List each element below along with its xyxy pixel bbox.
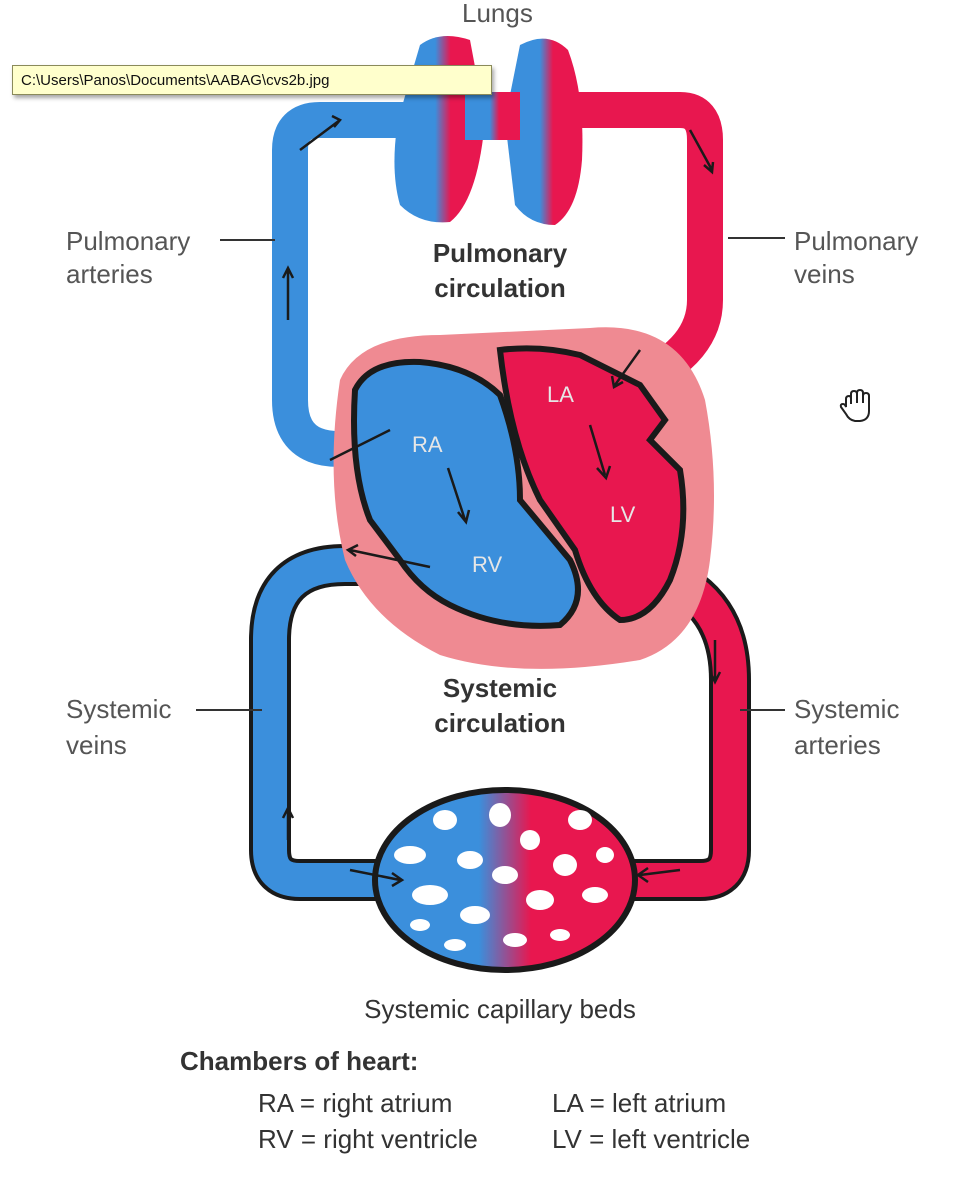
pulmonary-veins-label-line1: Pulmonary — [794, 226, 918, 256]
systemic-veins-label-line2: veins — [66, 730, 127, 760]
pulmonary-arteries-label-line2: arteries — [66, 259, 153, 289]
systemic-circulation-title-line1: Systemic — [443, 673, 557, 703]
flow-arrows — [281, 114, 722, 888]
legend-item-rv: RV = right ventricle — [258, 1124, 478, 1154]
pulmonary-circulation-title-line2: circulation — [434, 273, 565, 303]
right-heart-chambers — [351, 358, 581, 629]
chamber-la-label: LA — [547, 382, 574, 407]
pulmonary-circulation-title-line1: Pulmonary — [433, 238, 568, 268]
file-path-tooltip: C:\Users\Panos\Documents\AABAG\cvs2b.jpg — [12, 65, 492, 95]
legend-title: Chambers of heart: — [180, 1046, 419, 1076]
pulmonary-arteries-label-line1: Pulmonary — [66, 226, 190, 256]
chamber-rv-label: RV — [472, 552, 502, 577]
legend-item-lv: LV = left ventricle — [552, 1124, 751, 1154]
leader-lines — [196, 237, 785, 711]
capillary-beds — [372, 787, 638, 973]
capillary-beds-label: Systemic capillary beds — [364, 994, 636, 1024]
left-heart-chambers — [496, 345, 687, 624]
systemic-arteries-label-line2: arteries — [794, 730, 881, 760]
pulmonary-veins-label-line2: veins — [794, 259, 855, 289]
systemic-circulation-title-line2: circulation — [434, 708, 565, 738]
systemic-veins-label-line1: Systemic — [66, 694, 171, 724]
chamber-ra-label: RA — [412, 432, 443, 457]
chamber-lv-label: LV — [610, 502, 636, 527]
legend-item-la: LA = left atrium — [552, 1088, 727, 1118]
lungs-label: Lungs — [462, 0, 533, 28]
systemic-arteries-label-line1: Systemic — [794, 694, 899, 724]
systemic-veins-vessel — [249, 544, 440, 901]
legend-item-ra: RA = right atrium — [258, 1088, 453, 1118]
hand-cursor-icon — [839, 388, 870, 422]
